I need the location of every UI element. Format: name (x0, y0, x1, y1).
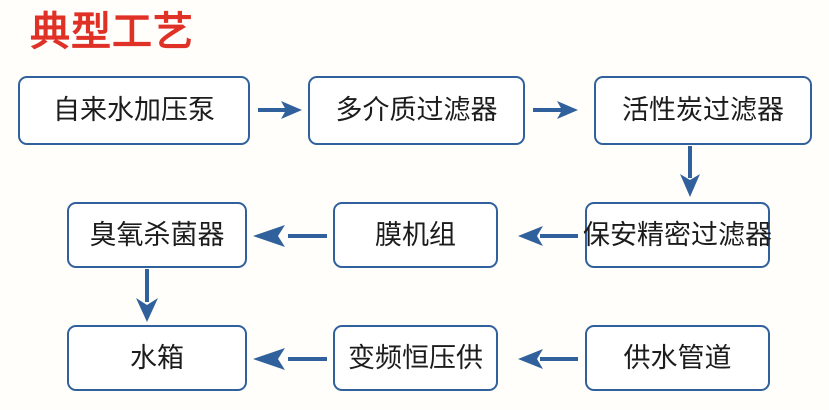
arrow-security-to-membrane (518, 226, 578, 246)
node-membrane-unit[interactable]: 膜机组 (333, 202, 498, 268)
node-raw-water-booster-pump[interactable]: 自来水加压泵 (18, 76, 250, 145)
node-water-supply-pipeline[interactable]: 供水管道 (585, 325, 770, 391)
node-label: 膜机组 (375, 219, 456, 251)
arrow-membrane-to-ozone (253, 225, 327, 247)
arrow-multimedia-to-carbon (533, 101, 578, 119)
arrow-pump-to-multimedia (258, 101, 302, 119)
arrow-pipeline-to-vfd (518, 349, 578, 369)
node-label: 多介质过滤器 (335, 95, 498, 126)
arrow-carbon-to-security (680, 146, 700, 197)
node-ozone-sterilizer[interactable]: 臭氧杀菌器 (67, 202, 247, 268)
node-label: 保安精密过滤器 (583, 219, 772, 251)
node-label: 供水管道 (623, 342, 732, 374)
node-security-precision-filter[interactable]: 保安精密过滤器 (583, 202, 772, 268)
node-label: 臭氧杀菌器 (89, 219, 225, 251)
node-label: 自来水加压泵 (53, 95, 215, 126)
page-title: 典型工艺 (30, 9, 194, 55)
node-label: 活性炭过滤器 (622, 95, 784, 126)
node-water-tank[interactable]: 水箱 (67, 325, 247, 391)
arrow-ozone-to-tank (136, 269, 158, 322)
node-label: 变频恒压供 (348, 342, 483, 374)
node-label: 水箱 (130, 342, 184, 374)
node-activated-carbon-filter[interactable]: 活性炭过滤器 (594, 76, 812, 145)
node-vfd-constant-pressure[interactable]: 变频恒压供 (333, 325, 498, 391)
arrow-vfd-to-tank (253, 348, 327, 370)
node-multimedia-filter[interactable]: 多介质过滤器 (308, 76, 525, 145)
